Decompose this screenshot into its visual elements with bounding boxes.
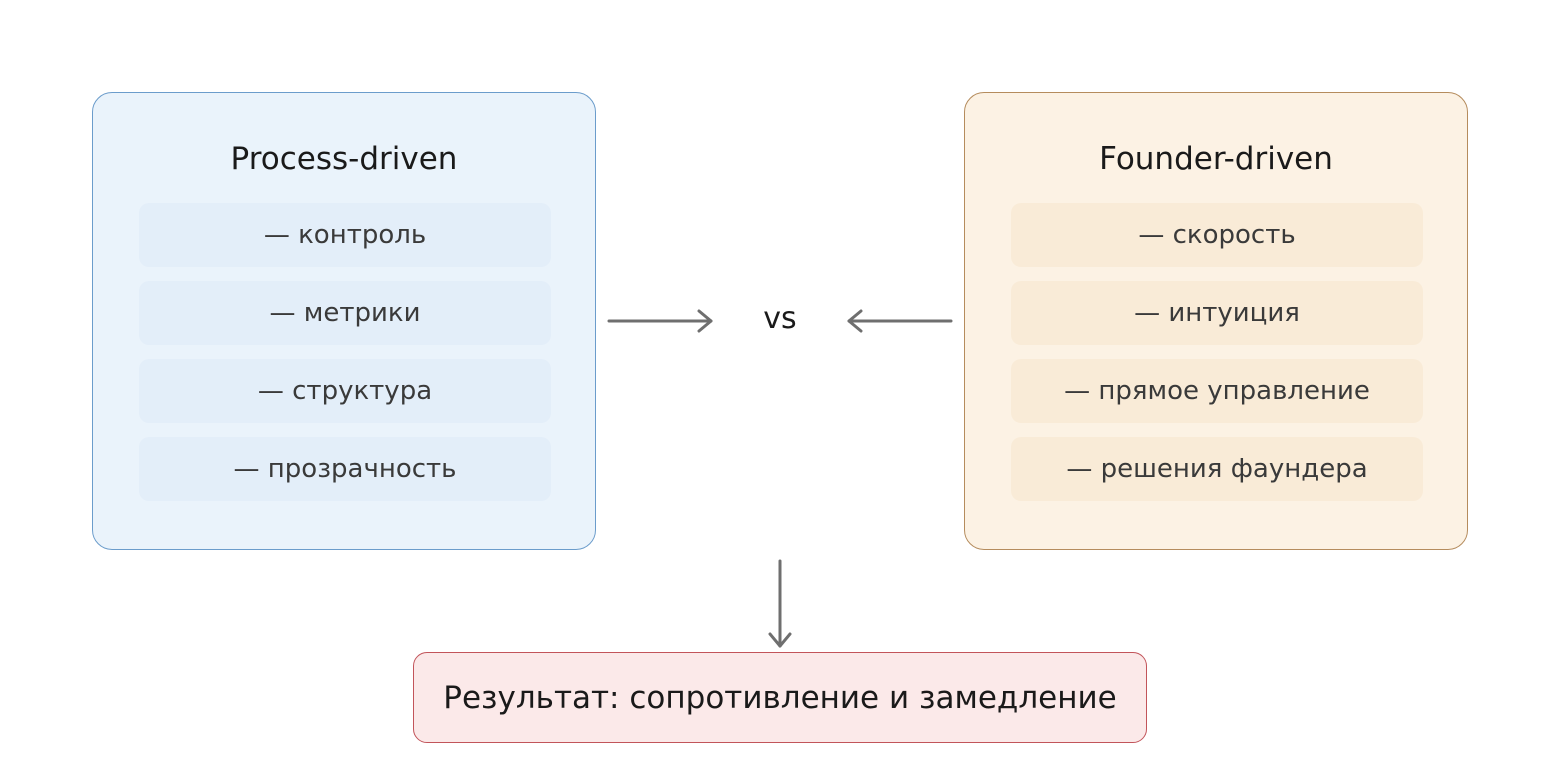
founder-driven-title: Founder-driven	[1099, 141, 1333, 177]
process-item-transparency: — прозрачность	[139, 437, 551, 501]
founder-item-speed: — скорость	[1011, 203, 1423, 267]
founder-item-direct-management: — прямое управление	[1011, 359, 1423, 423]
process-item-control: — контроль	[139, 203, 551, 267]
process-item-structure: — структура	[139, 359, 551, 423]
founder-item-intuition: — интуиция	[1011, 281, 1423, 345]
vs-label: vs	[763, 301, 797, 336]
result-box: Результат: сопротивление и замедление	[413, 652, 1147, 743]
process-item-metrics: — метрики	[139, 281, 551, 345]
arrow-left-icon	[847, 309, 953, 333]
founder-driven-panel: Founder-driven — скорость — интуиция — п…	[964, 92, 1468, 550]
process-driven-title: Process-driven	[230, 141, 458, 177]
arrow-down-icon	[768, 559, 792, 648]
founder-item-founder-decisions: — решения фаундера	[1011, 437, 1423, 501]
arrow-right-icon	[607, 309, 713, 333]
process-driven-panel: Process-driven — контроль — метрики — ст…	[92, 92, 596, 550]
